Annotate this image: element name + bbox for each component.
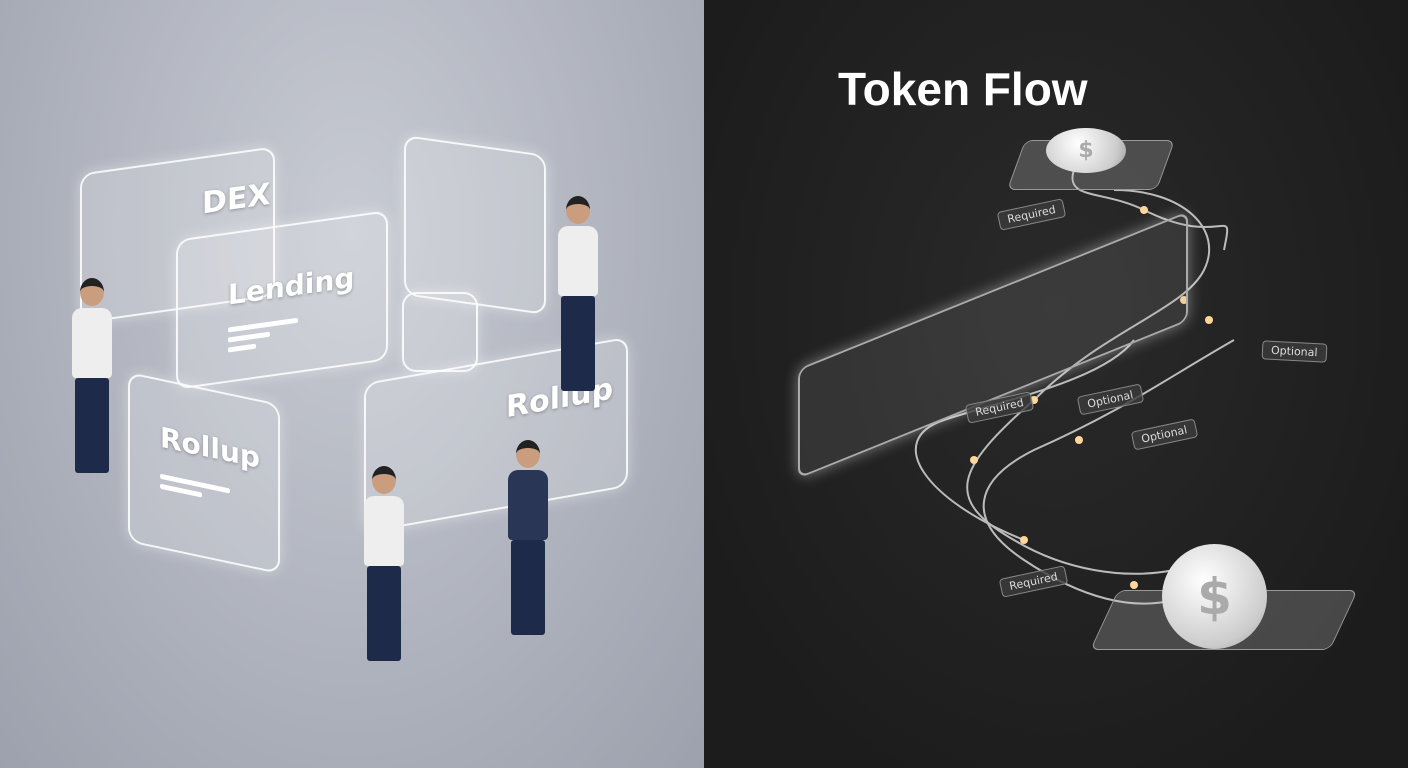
person xyxy=(72,278,112,473)
source-coin: $ xyxy=(1046,128,1126,173)
right-illustration: $ $ Required Required Optional Optional … xyxy=(704,0,1408,768)
destination-coin: $ xyxy=(1162,544,1267,649)
chart-panel xyxy=(404,135,546,315)
panel-title: Lending xyxy=(228,260,355,312)
person xyxy=(508,440,548,635)
panel-title: DEX xyxy=(202,176,271,222)
person xyxy=(364,466,404,661)
lending-panel: Lending xyxy=(176,210,388,390)
rollup-panel: Rollup xyxy=(128,371,280,575)
page-title: Token Flow xyxy=(838,63,1088,115)
person xyxy=(558,196,598,391)
left-illustration: DEX Lending Rollup Rollup xyxy=(0,0,704,768)
panel-title: Rollup xyxy=(160,420,260,475)
flow-lines xyxy=(914,169,1235,605)
tag-optional: Optional xyxy=(1261,340,1327,363)
small-chart-panel xyxy=(402,292,478,372)
